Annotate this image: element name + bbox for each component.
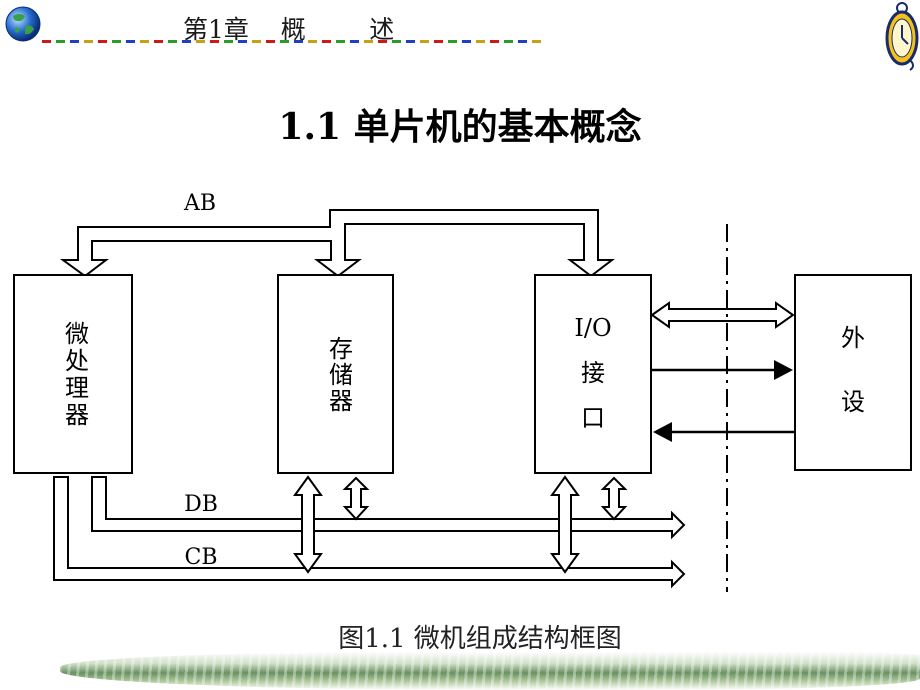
- header-divider: [42, 40, 544, 43]
- peripheral-label-1: 外: [841, 324, 865, 352]
- header: 第1章 概 述: [0, 0, 920, 75]
- cpu-label-2: 处: [65, 347, 89, 375]
- io-label-3: 口: [581, 404, 605, 432]
- io-label-1: I/O: [574, 314, 611, 342]
- io-db-arrow: [550, 475, 580, 574]
- globe-icon: [5, 6, 41, 42]
- memory-label-1: 存: [329, 335, 353, 363]
- cpu-label-1: 微: [65, 320, 89, 348]
- chapter-title: 第1章 概 述: [183, 15, 395, 44]
- address-bus: [59, 209, 615, 278]
- peripheral-block: [794, 274, 912, 471]
- control-bus: [53, 476, 686, 589]
- clock-icon: [885, 2, 919, 71]
- db-label: DB: [184, 492, 218, 517]
- slide-title: 1.1 单片机的基本概念: [278, 106, 642, 148]
- memory-db-arrow: [293, 475, 323, 574]
- io-cb-arrow: [600, 476, 628, 521]
- io-block: [534, 274, 652, 474]
- figure-caption: 图1.1 微机组成结构框图: [338, 624, 622, 654]
- cpu-label-4: 器: [65, 401, 89, 429]
- io-peripheral-arrow: [650, 301, 795, 329]
- cpu-block: [13, 274, 133, 474]
- peripheral-label-2: 设: [841, 388, 865, 416]
- memory-label-2: 储: [329, 361, 353, 389]
- cpu-label-3: 理: [65, 374, 89, 402]
- cb-label: CB: [185, 545, 218, 570]
- memory-cb-arrow: [342, 476, 370, 521]
- io-label-2: 接: [581, 359, 605, 387]
- microcomputer-block-diagram: AB DB CB 微 处 理 器 存 储 器 I/O 接 口 外 设: [13, 191, 912, 592]
- footer-decoration: [60, 652, 920, 690]
- data-bus: [91, 476, 686, 540]
- ab-label: AB: [183, 191, 216, 216]
- memory-label-3: 器: [329, 387, 353, 415]
- memory-block: [277, 274, 394, 474]
